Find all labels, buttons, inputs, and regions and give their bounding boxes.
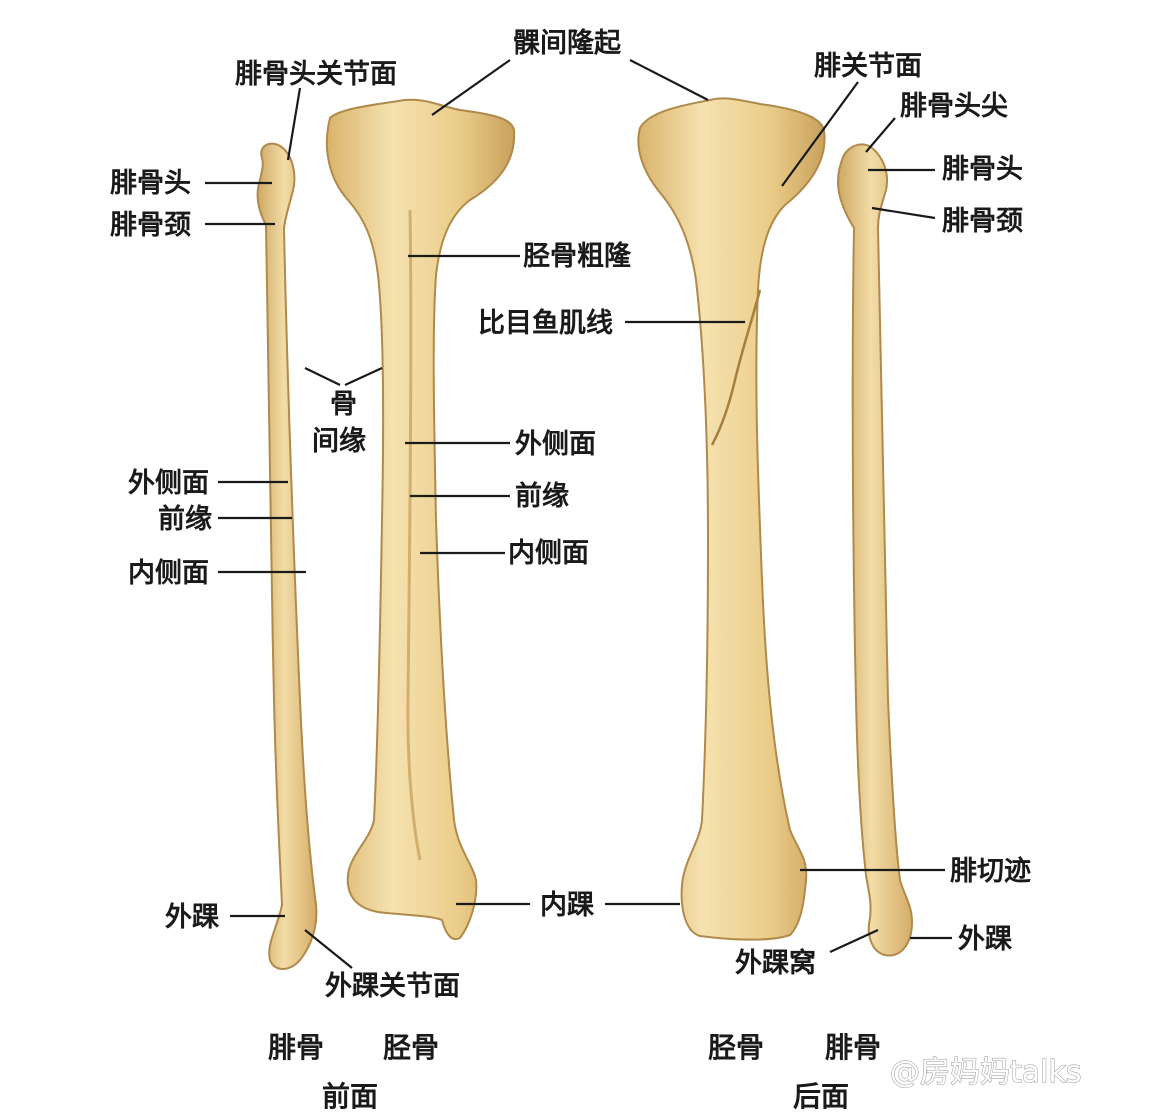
label-apex-fibular-head: 腓骨头尖 bbox=[900, 91, 1008, 122]
fibula-front-bone bbox=[256, 142, 318, 970]
tibia-front-anterior-ridge bbox=[406, 209, 422, 861]
label-lateral-malleolar-articular-surface: 外踝关节面 bbox=[325, 971, 460, 1002]
label-lateral-malleolus-right: 外踝 bbox=[958, 924, 1013, 955]
label-medial-surface-fibula: 内侧面 bbox=[128, 558, 209, 589]
label-lateral-malleolus-left: 外踝 bbox=[165, 902, 220, 933]
label-fibular-articular-facet: 腓关节面 bbox=[814, 51, 922, 82]
label-intercondylar-eminence: 髁间隆起 bbox=[513, 28, 622, 59]
label-soleal-line: 比目鱼肌线 bbox=[478, 308, 613, 339]
label-lateral-surface-fibula: 外侧面 bbox=[128, 468, 209, 499]
label-interosseous-border-1: 骨 bbox=[330, 389, 357, 420]
soleal-line-mark bbox=[710, 289, 762, 446]
caption-tibia-back: 胫骨 bbox=[707, 1031, 764, 1064]
label-fibular-neck-left: 腓骨颈 bbox=[110, 210, 191, 241]
label-fibular-neck-right: 腓骨颈 bbox=[942, 206, 1023, 237]
label-lateral-malleolar-fossa: 外踝窝 bbox=[735, 947, 816, 979]
label-fibular-notch: 腓切迹 bbox=[950, 856, 1031, 887]
caption-back-view: 后面 bbox=[793, 1080, 849, 1113]
leader-lines bbox=[205, 59, 952, 969]
label-tibial-tuberosity: 胫骨粗隆 bbox=[523, 241, 632, 272]
tibia-front-bone bbox=[325, 98, 516, 940]
caption-front-view: 前面 bbox=[322, 1080, 378, 1113]
watermark: @房妈妈talks bbox=[890, 1055, 1081, 1090]
fibula-back-bone bbox=[836, 143, 914, 957]
label-lateral-surface-tibia: 外侧面 bbox=[515, 429, 596, 460]
label-interosseous-border-2: 间缘 bbox=[312, 426, 366, 457]
caption-fibula-front: 腓骨 bbox=[268, 1031, 324, 1064]
label-fibular-head-left: 腓骨头 bbox=[110, 168, 191, 199]
label-fibular-head-articular-surface: 腓骨头关节面 bbox=[235, 59, 397, 90]
caption-fibula-back: 腓骨 bbox=[825, 1031, 881, 1064]
tibia-back-bone bbox=[637, 97, 826, 941]
label-medial-surface-tibia: 内侧面 bbox=[508, 538, 589, 569]
label-fibular-head-right: 腓骨头 bbox=[942, 154, 1023, 185]
label-anterior-border-fibula: 前缘 bbox=[158, 503, 212, 535]
caption-tibia-front: 胫骨 bbox=[382, 1031, 439, 1064]
label-anterior-border-tibia: 前缘 bbox=[515, 480, 569, 512]
label-medial-malleolus: 内踝 bbox=[540, 890, 595, 921]
